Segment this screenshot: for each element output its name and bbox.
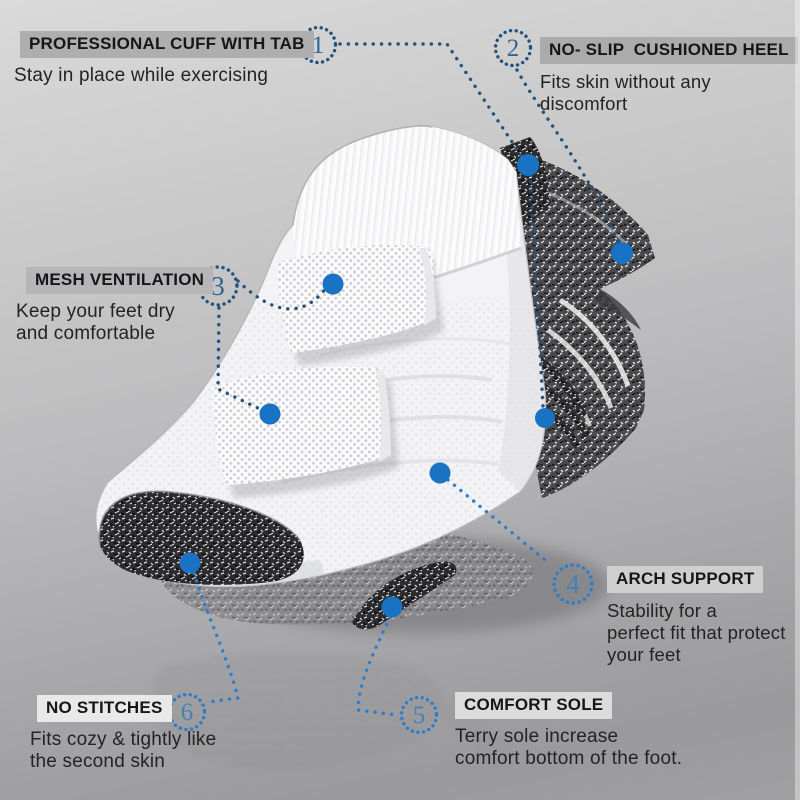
leader-line-1 xyxy=(338,42,524,159)
leader-line-3a xyxy=(236,279,328,311)
callout-5-number-badge: 5 xyxy=(397,693,441,737)
callout-1-title: PROFESSIONAL CUFF WITH TAB xyxy=(20,31,314,58)
callout-5-description: Terry sole increase comfort bottom of th… xyxy=(455,726,683,770)
feature-dot-cuff-tab xyxy=(517,154,539,176)
feature-dot-mesh-upper xyxy=(322,273,344,295)
callout-4-description: Stability for a perfect fit that protect… xyxy=(607,600,786,665)
mesh-flap-upper xyxy=(277,244,444,366)
callout-4-number-badge: 4 xyxy=(549,560,597,608)
callout-2-title: NO- SLIP CUSHIONED HEEL xyxy=(540,37,798,64)
callout-3-title: MESH VENTILATION xyxy=(26,267,214,294)
sock-sole-strip xyxy=(352,561,457,630)
dotted-ring-1 xyxy=(298,25,338,65)
sock-toe-cap xyxy=(98,490,304,585)
dotted-ring-4 xyxy=(552,563,594,605)
callout-3-description: Keep your feet dry and comfortable xyxy=(16,301,175,345)
leader-line-2 xyxy=(515,68,620,244)
callout-2-number: 2 xyxy=(506,34,520,62)
feature-dot-heel xyxy=(611,242,633,264)
leader-line-5 xyxy=(356,615,398,717)
mesh-flap-lower xyxy=(212,366,399,498)
right-edge-highlight xyxy=(795,0,800,800)
callout-6-title: NO STITCHES xyxy=(37,695,172,722)
callout-cushioned-heel: NO- SLIP CUSHIONED HEEL Fits skin withou… xyxy=(540,37,798,115)
callout-6-number: 6 xyxy=(180,698,194,726)
callout-5-number: 5 xyxy=(412,701,426,729)
callout-4-title: ARCH SUPPORT xyxy=(607,566,764,593)
leader-line-6 xyxy=(192,571,241,704)
callout-1-number-badge: 1 xyxy=(296,23,340,67)
callout-5-title: COMFORT SOLE xyxy=(455,692,613,719)
callout-6-number-badge: 6 xyxy=(165,690,209,734)
leader-line-4 xyxy=(446,478,552,566)
callout-4-number: 4 xyxy=(566,568,580,599)
callout-1-number: 1 xyxy=(311,31,325,59)
dotted-ring-5 xyxy=(399,695,439,735)
callout-mesh-ventilation: MESH VENTILATION Keep your feet dry and … xyxy=(16,267,246,346)
callout-no-stitches: NO STITCHES Fits cozy & tightly like the… xyxy=(30,695,300,774)
callout-arch-support: ARCH SUPPORT Stability for a perfect fit… xyxy=(607,566,797,665)
callout-1-description: Stay in place while exercising xyxy=(14,65,269,86)
feature-dot-heel-lower xyxy=(535,408,555,428)
callout-2-description: Fits skin without any discomfort xyxy=(540,71,711,114)
callout-6-description: Fits cozy & tightly like the second skin xyxy=(30,729,217,773)
feature-dot-toe xyxy=(179,552,201,574)
callout-comfort-sole: COMFORT SOLE Terry sole increase comfort… xyxy=(455,692,800,771)
dotted-ring-2 xyxy=(493,28,533,68)
callout-3-number: 3 xyxy=(211,270,225,301)
feature-dot-mesh-lower xyxy=(259,403,281,425)
callout-2-number-badge: 2 xyxy=(491,26,535,70)
feature-dot-arch xyxy=(429,462,451,484)
dotted-ring-6 xyxy=(167,692,207,732)
callout-cuff-with-tab: PROFESSIONAL CUFF WITH TAB Stay in place… xyxy=(14,31,324,87)
feature-dot-sole xyxy=(381,596,403,618)
